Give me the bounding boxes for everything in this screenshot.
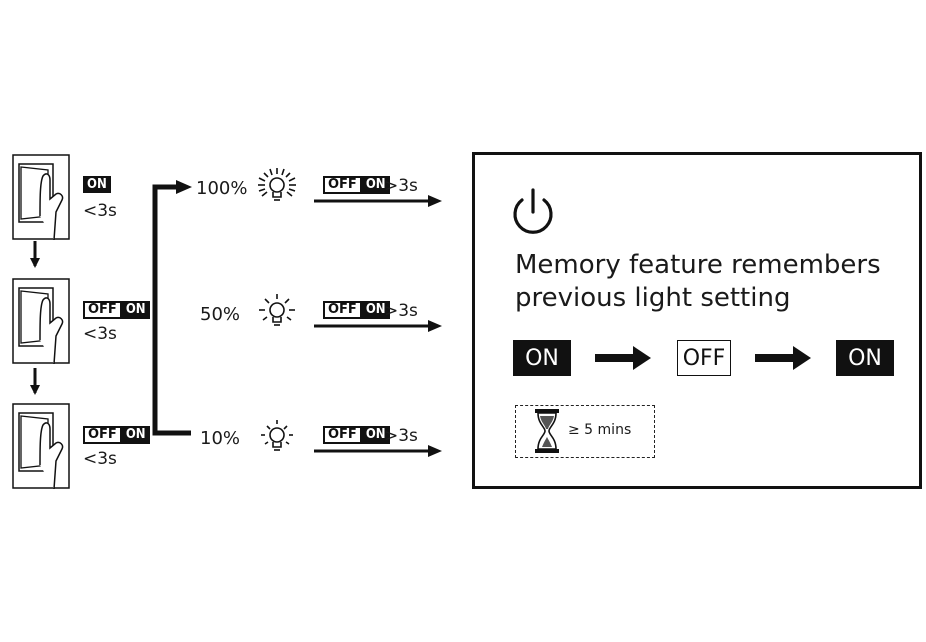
on-label: ON (361, 176, 390, 194)
on-label: ON (121, 301, 150, 319)
level-percent: 100% (196, 178, 248, 199)
on-label: ON (83, 176, 111, 193)
level-percent: 50% (200, 304, 241, 325)
memory-text-line-1: Memory feature remembers (515, 250, 881, 280)
time-label: <3s (83, 324, 117, 344)
wall-switch-icon (12, 278, 70, 364)
time-label: >3s (384, 301, 418, 321)
bulb-medium-icon (259, 294, 295, 326)
cycle-bracket (152, 184, 191, 436)
state-on-start: ON (513, 340, 571, 376)
bulb-bright-icon (258, 168, 296, 201)
power-icon (513, 188, 553, 234)
duration-box: ≥ 5 mins (515, 405, 655, 458)
wall-switch-icon (12, 403, 70, 489)
off-label: OFF (83, 426, 122, 444)
off-label: OFF (323, 301, 362, 319)
off-label: OFF (323, 426, 362, 444)
state-on-end: ON (836, 340, 894, 376)
on-label: ON (361, 301, 390, 319)
off-label: OFF (83, 301, 122, 319)
duration-label: ≥ 5 mins (568, 422, 632, 438)
hourglass-icon (535, 409, 559, 453)
off-label: OFF (323, 176, 362, 194)
time-label: <3s (83, 449, 117, 469)
wall-switch-icon (12, 154, 70, 240)
on-label: ON (361, 426, 390, 444)
bulb-dim-icon (261, 420, 293, 451)
on-label: ON (121, 426, 150, 444)
state-arrow-2 (755, 346, 811, 370)
time-label: <3s (83, 201, 117, 221)
time-label: >3s (384, 426, 418, 446)
state-arrow-1 (595, 346, 651, 370)
time-label: >3s (384, 176, 418, 196)
memory-text-line-2: previous light setting (515, 283, 791, 313)
state-off: OFF (677, 340, 731, 376)
level-percent: 10% (200, 428, 241, 449)
memory-panel: Memory feature remembers previous light … (472, 152, 922, 489)
